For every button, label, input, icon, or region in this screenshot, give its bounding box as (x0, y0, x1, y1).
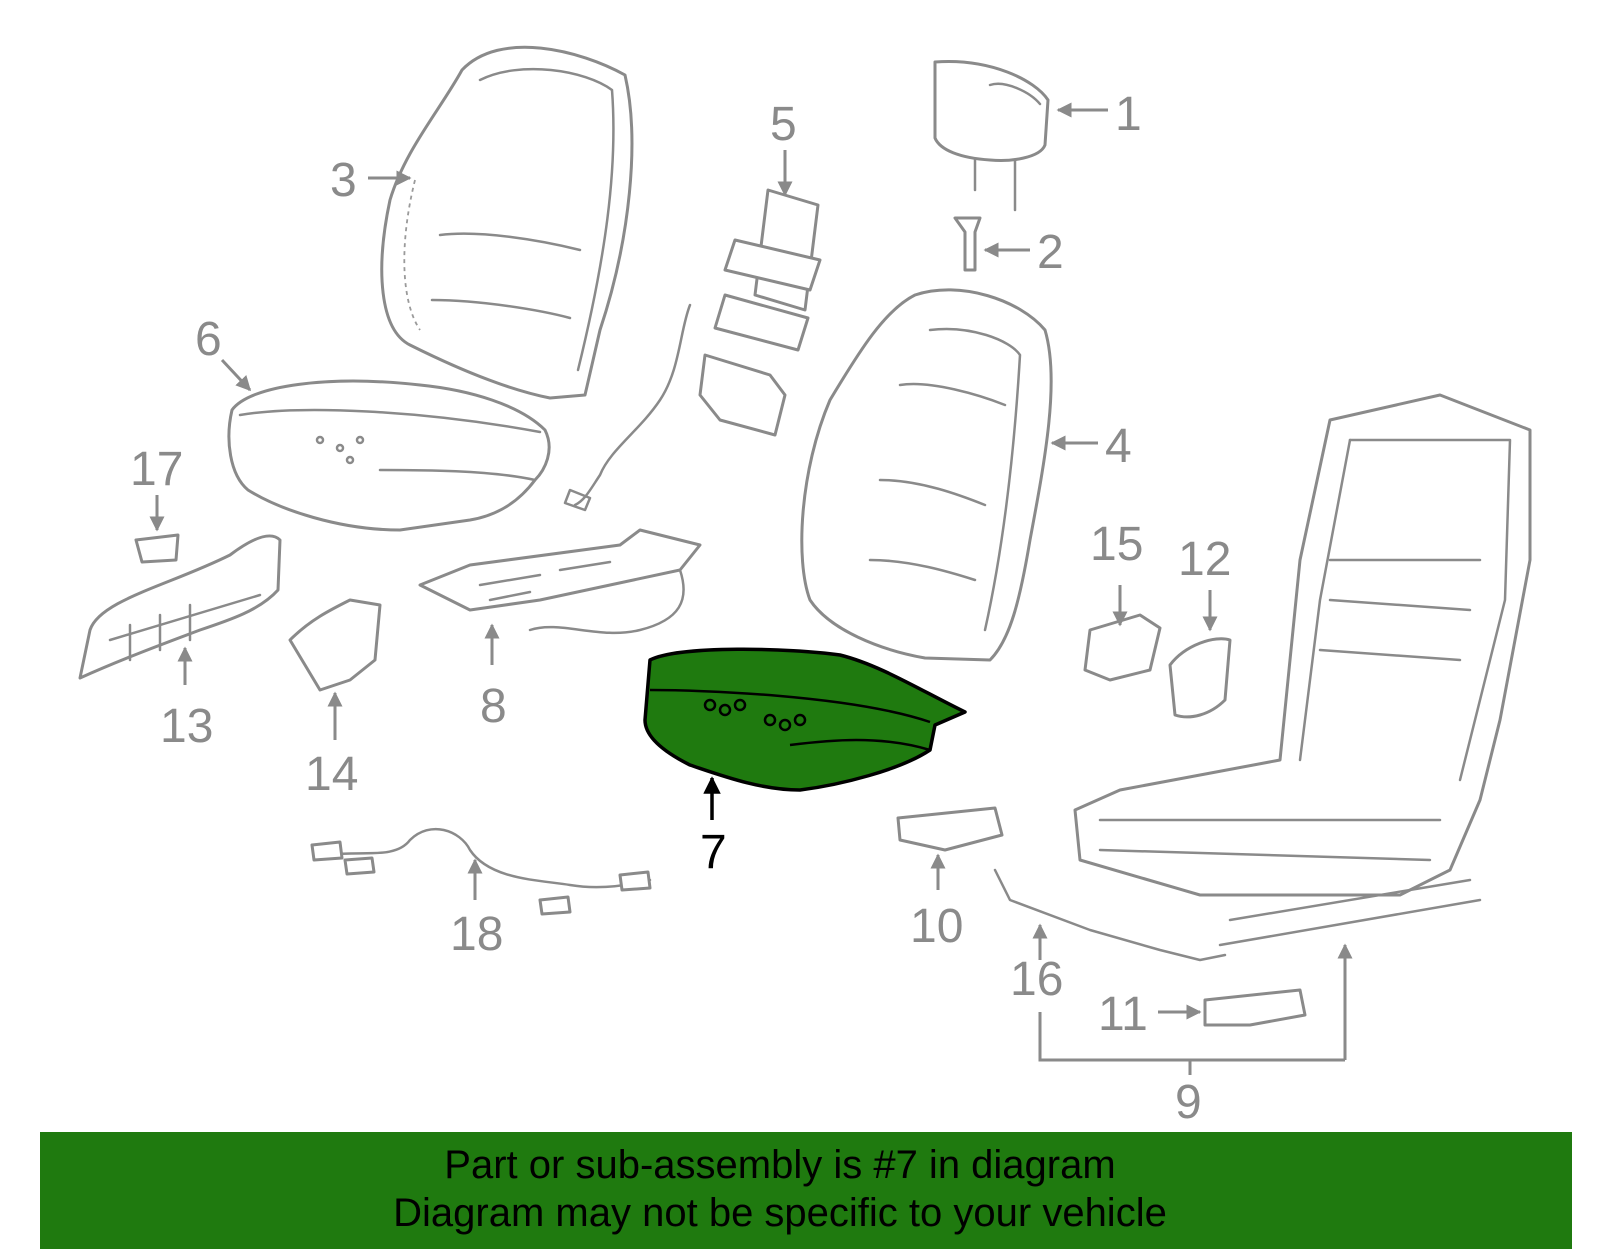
callout-11: 11 (1098, 988, 1148, 1041)
callout-13: 13 (160, 700, 213, 753)
part-11-track-cover (1203, 988, 1307, 1027)
banner-part-notice: Part or sub-assembly is #7 in diagram (444, 1143, 1116, 1187)
part-6-seat-cushion-cover (227, 379, 551, 532)
part-12-cover (1168, 637, 1232, 719)
part-9-seat-frame (1073, 393, 1532, 947)
part-7-seat-cushion-pad (643, 647, 967, 792)
part-16-release-rod (993, 868, 1227, 962)
part-10-track-cover (896, 806, 1004, 852)
part-4-seatback-pad (800, 288, 1053, 662)
callout-8: 8 (480, 680, 507, 733)
notice-banner: Part or sub-assembly is #7 in diagram Di… (40, 1132, 1572, 1249)
part-17-clip (134, 533, 180, 564)
part-13-side-trim (78, 534, 282, 680)
callout-10: 10 (910, 900, 963, 953)
part-3-seatback-cover (380, 45, 634, 400)
callout-17: 17 (130, 443, 183, 496)
callout-9: 9 (1175, 1076, 1202, 1129)
callout-6: 6 (195, 313, 222, 366)
callout-14: 14 (305, 748, 358, 801)
part-18-wire-harness (310, 827, 652, 916)
part-1-headrest (933, 60, 1050, 212)
callout-16: 16 (1010, 953, 1063, 1006)
leader-lines (149, 102, 1353, 1075)
part-8-sensor-mat (418, 528, 702, 635)
callout-labels: 1 2 3 4 5 6 7 8 9 10 11 12 13 14 15 16 1… (130, 88, 1231, 1129)
part-14-bracket (288, 598, 382, 692)
callout-15: 15 (1090, 518, 1143, 571)
callout-7: 7 (700, 826, 727, 879)
callout-4: 4 (1105, 420, 1132, 473)
callout-5: 5 (770, 98, 797, 151)
part-2-guide (953, 216, 982, 272)
banner-vehicle-disclaimer: Diagram may not be specific to your vehi… (393, 1191, 1167, 1235)
callout-1: 1 (1115, 88, 1142, 141)
callout-18: 18 (450, 908, 503, 961)
callout-2: 2 (1037, 226, 1064, 279)
part-15-bracket (1083, 613, 1162, 682)
part-5-lumbar-support (563, 188, 822, 512)
callout-12: 12 (1178, 533, 1231, 586)
callout-3: 3 (330, 154, 357, 207)
